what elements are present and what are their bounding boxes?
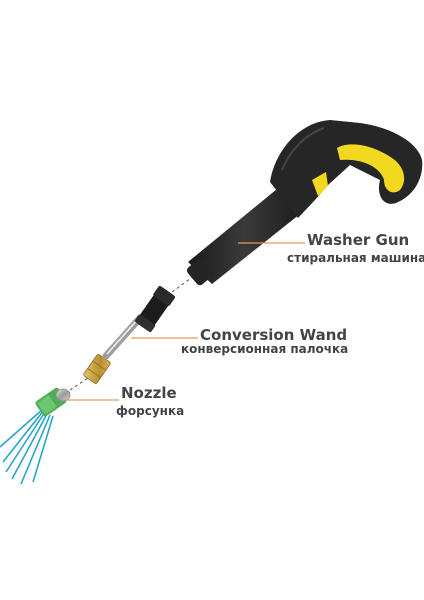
washer-gun-part	[186, 120, 423, 286]
nozzle-part	[35, 387, 71, 417]
nozzle-label-ru: форсунка	[116, 404, 185, 418]
washer-gun-label: Washer Gun	[307, 231, 410, 249]
nozzle-label: Nozzle	[121, 384, 177, 402]
safety-lock	[312, 172, 328, 196]
assembly-line-wand	[171, 275, 195, 293]
conversion-wand-label: Conversion Wand	[200, 326, 348, 344]
wand-adapter	[134, 286, 176, 332]
wand-tube-highlight	[106, 317, 140, 355]
trigger	[337, 144, 405, 193]
assembly-line-nozzle	[69, 377, 89, 391]
conversion-wand-label-ru: конверсионная палочка	[181, 342, 349, 356]
washer-gun-label-ru: стиральная машина	[287, 251, 424, 265]
water-spray	[0, 408, 54, 485]
